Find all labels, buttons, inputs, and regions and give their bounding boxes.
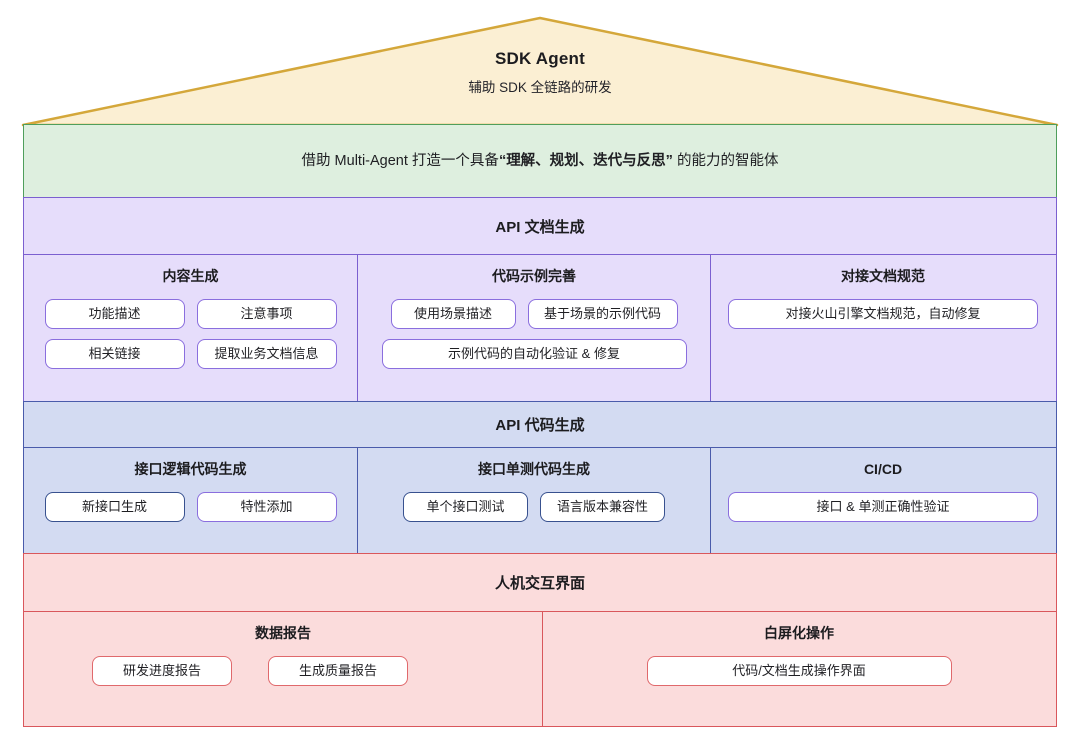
column-interface-logic-code-generation: 接口逻辑代码生成 新接口生成 特性添加 <box>24 448 357 553</box>
chip-extract-business-doc-info[interactable]: 提取业务文档信息 <box>196 339 337 369</box>
chip-sample-code-auto-validation-repair[interactable]: 示例代码的自动化验证 & 修复 <box>381 339 687 369</box>
column-title-data-report: 数据报告 <box>255 625 311 641</box>
chip-group-content-generation: 功能描述 注意事项 相关链接 提取业务文档信息 <box>38 299 343 379</box>
chip-language-version-compatibility[interactable]: 语言版本兼容性 <box>540 492 665 522</box>
column-title-no-code-operation: 白屏化操作 <box>764 625 834 641</box>
chip-volcengine-doc-spec-auto-repair[interactable]: 对接火山引擎文档规范，自动修复 <box>728 299 1038 329</box>
chip-row: 使用场景描述 基于场景的示例代码 <box>372 299 696 329</box>
chip-group-code-example-improvement: 使用场景描述 基于场景的示例代码 示例代码的自动化验证 & 修复 <box>372 299 696 379</box>
chip-row: 单个接口测试 语言版本兼容性 <box>372 492 696 522</box>
chip-feature-description[interactable]: 功能描述 <box>44 299 185 329</box>
column-code-example-improvement: 代码示例完善 使用场景描述 基于场景的示例代码 示例代码的自动化验证 & 修复 <box>357 255 710 401</box>
column-title-ci-cd: CI/CD <box>863 461 903 477</box>
column-title-code-example-improvement: 代码示例完善 <box>492 268 576 284</box>
column-title-interface-logic-code-generation: 接口逻辑代码生成 <box>134 461 247 477</box>
group-header-api-doc-generation: API 文档生成 <box>24 198 1056 255</box>
chip-notes[interactable]: 注意事项 <box>196 299 337 329</box>
column-doc-integration-spec: 对接文档规范 对接火山引擎文档规范，自动修复 <box>710 255 1055 401</box>
chip-feature-addition[interactable]: 特性添加 <box>196 492 337 522</box>
chip-row: 新接口生成 特性添加 <box>38 492 343 522</box>
column-ci-cd: CI/CD 接口 & 单测正确性验证 <box>710 448 1055 553</box>
vision-text-after: 的能力的智能体 <box>672 153 779 169</box>
chip-group-doc-integration-spec: 对接火山引擎文档规范，自动修复 <box>725 299 1041 339</box>
column-interface-unit-test-code-generation: 接口单测代码生成 单个接口测试 语言版本兼容性 <box>357 448 710 553</box>
group-api-doc-generation: API 文档生成 内容生成 功能描述 注意事项 相关链接 提取业务文档信息 代码… <box>23 197 1057 402</box>
chip-row: 功能描述 注意事项 <box>38 299 343 329</box>
column-content-generation: 内容生成 功能描述 注意事项 相关链接 提取业务文档信息 <box>24 255 357 401</box>
chip-row: 对接火山引擎文档规范，自动修复 <box>725 299 1041 329</box>
chip-row: 研发进度报告 生成质量报告 <box>5 656 495 686</box>
group-header-api-code-generation: API 代码生成 <box>24 402 1056 448</box>
group-header-human-machine-interface: 人机交互界面 <box>24 554 1056 612</box>
group-columns-human-machine-interface: 数据报告 研发进度报告 生成质量报告 白屏化操作 代码/文档生成操作界面 <box>24 612 1056 726</box>
chip-scenario-based-sample-code[interactable]: 基于场景的示例代码 <box>527 299 678 329</box>
chip-group-data-report: 研发进度报告 生成质量报告 <box>38 656 528 696</box>
chip-group-ci-cd: 接口 & 单测正确性验证 <box>725 492 1041 532</box>
group-human-machine-interface: 人机交互界面 数据报告 研发进度报告 生成质量报告 白屏化操作 代码/文档生成操… <box>23 553 1057 727</box>
group-columns-api-doc-generation: 内容生成 功能描述 注意事项 相关链接 提取业务文档信息 代码示例完善 <box>24 255 1056 401</box>
roof-shape: SDK Agent 辅助 SDK 全链路的研发 <box>0 0 1080 130</box>
chip-new-interface-generation[interactable]: 新接口生成 <box>44 492 185 522</box>
chip-row: 代码/文档生成操作界面 <box>557 656 1041 686</box>
vision-text-before: 借助 Multi-Agent 打造一个具备 <box>301 153 499 169</box>
column-data-report: 数据报告 研发进度报告 生成质量报告 <box>24 612 542 726</box>
chip-group-interface-logic-code-generation: 新接口生成 特性添加 <box>38 492 343 532</box>
chip-rd-progress-report[interactable]: 研发进度报告 <box>92 656 232 686</box>
roof-triangle <box>21 16 1059 127</box>
column-title-interface-unit-test-code-generation: 接口单测代码生成 <box>478 461 590 477</box>
column-title-content-generation: 内容生成 <box>162 268 219 284</box>
chip-group-interface-unit-test-code-generation: 单个接口测试 语言版本兼容性 <box>372 492 696 532</box>
column-no-code-operation: 白屏化操作 代码/文档生成操作界面 <box>542 612 1055 726</box>
chip-row: 接口 & 单测正确性验证 <box>725 492 1041 522</box>
chip-interface-and-unit-test-correctness-validation[interactable]: 接口 & 单测正确性验证 <box>728 492 1038 522</box>
group-api-code-generation: API 代码生成 接口逻辑代码生成 新接口生成 特性添加 接口单测代码生成 单个… <box>23 401 1057 554</box>
group-columns-api-code-generation: 接口逻辑代码生成 新接口生成 特性添加 接口单测代码生成 单个接口测试 语言版本… <box>24 448 1056 553</box>
vision-text-emphasis: “理解、规划、迭代与反思” <box>498 153 673 169</box>
chip-generation-quality-report[interactable]: 生成质量报告 <box>268 656 408 686</box>
vision-band: 借助 Multi-Agent 打造一个具备“理解、规划、迭代与反思” 的能力的智… <box>23 124 1057 198</box>
column-title-doc-integration-spec: 对接文档规范 <box>841 268 925 284</box>
vision-statement: 借助 Multi-Agent 打造一个具备“理解、规划、迭代与反思” 的能力的智… <box>282 150 799 172</box>
chip-usage-scenario-description[interactable]: 使用场景描述 <box>390 299 516 329</box>
chip-row: 相关链接 提取业务文档信息 <box>38 339 343 369</box>
chip-single-interface-test[interactable]: 单个接口测试 <box>403 492 528 522</box>
chip-row: 示例代码的自动化验证 & 修复 <box>372 339 696 369</box>
chip-code-doc-generation-operation-ui[interactable]: 代码/文档生成操作界面 <box>646 656 952 686</box>
chip-related-links[interactable]: 相关链接 <box>44 339 185 369</box>
chip-group-no-code-operation: 代码/文档生成操作界面 <box>557 656 1041 696</box>
